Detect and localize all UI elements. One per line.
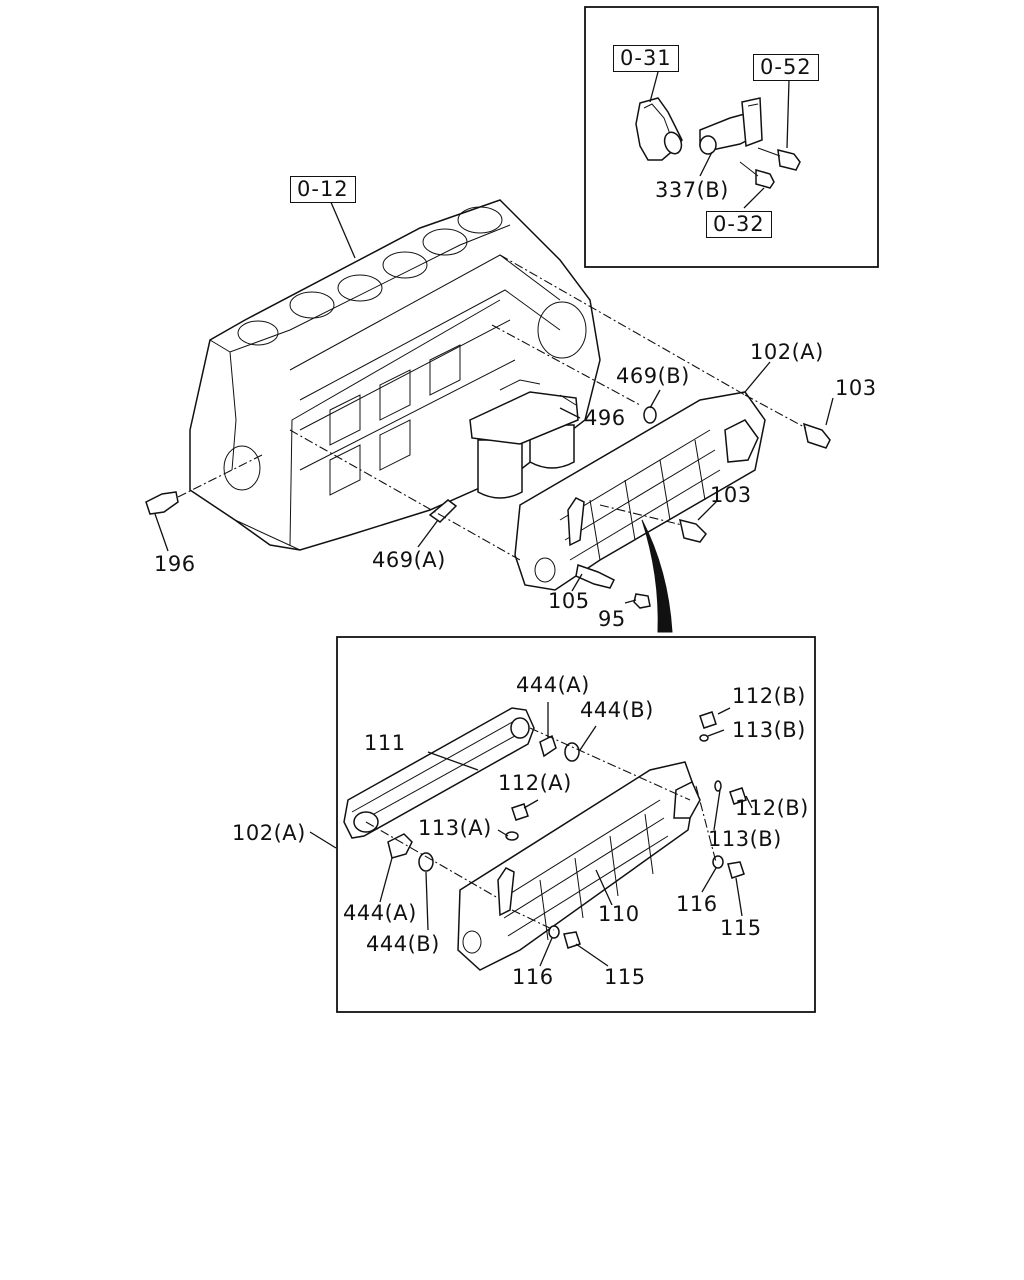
bolt-0-52 xyxy=(757,147,801,171)
label-469b: 469(B) xyxy=(616,364,690,388)
label-112b-1: 112(B) xyxy=(732,684,806,708)
plugs-112-113 xyxy=(505,711,747,841)
label-110: 110 xyxy=(598,902,640,926)
label-444a-bot: 444(A) xyxy=(343,901,417,925)
label-105: 105 xyxy=(548,589,590,613)
bolt-0-32 xyxy=(739,161,775,189)
label-115-bot: 115 xyxy=(604,965,646,989)
oil-cooler-case-110 xyxy=(457,761,701,971)
o-ring-469b xyxy=(643,406,657,424)
ref-box-0-31: 0-31 xyxy=(613,45,679,72)
label-102a-left: 102(A) xyxy=(232,821,306,845)
gaskets-444 xyxy=(387,734,580,872)
inset-box-top-right xyxy=(584,6,879,268)
label-112a: 112(A) xyxy=(498,771,572,795)
label-115-right: 115 xyxy=(720,916,762,940)
label-102a-top: 102(A) xyxy=(750,340,824,364)
label-103-mid: 103 xyxy=(710,483,752,507)
bolt-103-mid xyxy=(679,518,707,543)
fitting-196 xyxy=(145,491,179,515)
label-103-top: 103 xyxy=(835,376,877,400)
label-444a-top: 444(A) xyxy=(516,673,590,697)
label-113b-2: 113(B) xyxy=(708,827,782,851)
label-116-bot: 116 xyxy=(512,965,554,989)
label-112b-2: 112(B) xyxy=(735,796,809,820)
plug-95 xyxy=(633,593,651,609)
oil-cooler-upper xyxy=(514,391,766,591)
label-196: 196 xyxy=(154,552,196,576)
water-pipe-assembly xyxy=(635,97,763,161)
ref-box-0-52: 0-52 xyxy=(753,54,819,81)
label-469a: 469(A) xyxy=(372,548,446,572)
label-95: 95 xyxy=(598,607,626,631)
label-116-right: 116 xyxy=(676,892,718,916)
bolt-105 xyxy=(575,564,616,589)
label-444b-bot: 444(B) xyxy=(366,932,440,956)
ref-box-0-12: 0-12 xyxy=(290,176,356,203)
oil-filter-assembly xyxy=(469,379,579,499)
label-444b-top: 444(B) xyxy=(580,698,654,722)
inset-box-oil-cooler-detail xyxy=(336,636,816,1013)
label-337b: 337(B) xyxy=(655,178,729,202)
ref-box-0-32: 0-32 xyxy=(706,211,772,238)
label-113a: 113(A) xyxy=(418,816,492,840)
label-113b-1: 113(B) xyxy=(732,718,806,742)
label-496: 496 xyxy=(584,406,626,430)
bolt-103-top xyxy=(802,422,831,449)
detail-arrow xyxy=(641,519,673,633)
o-ring-469a xyxy=(428,499,458,523)
label-111: 111 xyxy=(364,731,406,755)
